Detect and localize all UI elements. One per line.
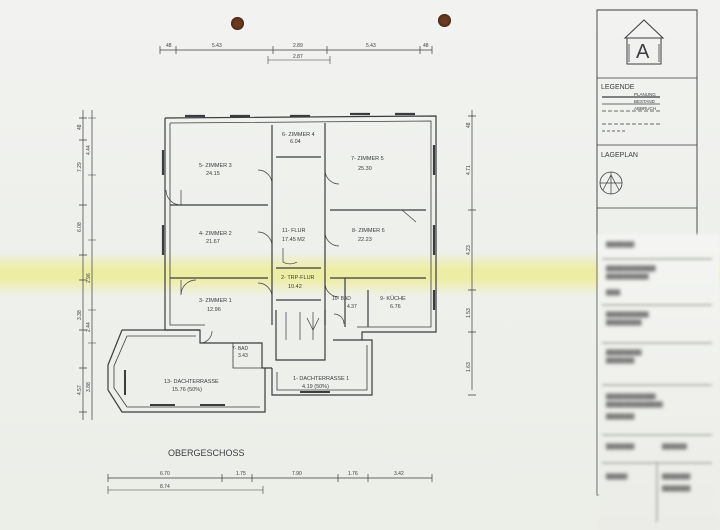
- dim-left-d6: 3.38: [77, 310, 83, 320]
- punch-hole-right: [438, 14, 451, 27]
- dim-left-d1: 48: [77, 124, 83, 130]
- room-terrasse1-area: 4.19 (50%): [302, 384, 329, 390]
- room-zimmer5-name: 7- ZIMMER 5: [351, 156, 384, 162]
- room-zimmer4-area: 6.04: [290, 139, 301, 145]
- dim-top-left-small: 48: [166, 43, 172, 49]
- room-trpflur-area: 10.42: [288, 284, 302, 290]
- dim-left-d5: 2.96: [86, 273, 92, 283]
- room-zimmer2-area: 21.67: [206, 239, 220, 245]
- floor-title: OBERGESCHOSS: [168, 448, 245, 458]
- room-flur-name: 11- FLUR: [282, 228, 305, 234]
- room-terrasse13-name: 13- DACHTERRASSE: [164, 379, 219, 385]
- room-trpflur-name: 2- TRP-FLUR: [281, 275, 315, 281]
- dim-bottom-b: 1.75: [236, 471, 246, 477]
- dim-right-r3: 4.23: [466, 245, 472, 255]
- legende-title: LEGENDE: [601, 84, 635, 91]
- room-flur-area: 17.45 M2: [282, 237, 305, 243]
- dim-top-a: 5.43: [212, 43, 222, 49]
- room-zimmer4-name: 6- ZIMMER 4: [282, 132, 315, 138]
- room-bad10-area: 4.37: [347, 304, 357, 310]
- room-zimmer5-area: 25.30: [358, 166, 372, 172]
- dim-left-d8: 4.57: [77, 385, 83, 395]
- room-zimmer1-area: 12.96: [207, 307, 221, 313]
- room-zimmer3-area: 24.15: [206, 171, 220, 177]
- lageplan-title: LAGEPLAN: [601, 152, 638, 159]
- room-zimmer3-name: 5- ZIMMER 3: [199, 163, 232, 169]
- punch-hole-left: [231, 17, 244, 30]
- room-zimmer1-name: 3- ZIMMER 1: [199, 298, 232, 304]
- dim-bottom-c: 7.90: [292, 471, 302, 477]
- dim-right-r1: 48: [466, 122, 472, 128]
- dim-left-d9: 3.88: [86, 382, 92, 392]
- dim-bottom-e: 3.42: [394, 471, 404, 477]
- dim-left-d4: 6.08: [77, 222, 83, 232]
- room-zimmer6-name: 8- ZIMMER 6: [352, 228, 385, 234]
- dim-left-d7: 2.44: [86, 322, 92, 332]
- room-kueche-name: 9- KÜCHE: [380, 295, 406, 302]
- terrace-outline-west: [107, 329, 266, 413]
- dim-right-r4: 1.53: [466, 308, 472, 318]
- dim-top-c: 5.43: [366, 43, 376, 49]
- room-terrasse1-name: 1- DACHTERRASSE 1: [293, 376, 349, 382]
- dim-bottom-a: 6.70: [160, 471, 170, 477]
- room-zimmer2-name: 4- ZIMMER 2: [199, 231, 232, 237]
- room-kueche-area: 6.76: [390, 304, 401, 310]
- room-zimmer6-area: 22.23: [358, 237, 372, 243]
- dim-top-right-small: 48: [423, 43, 429, 49]
- legend-label-0: PLANUNG: [634, 92, 656, 97]
- logo-letter: A: [636, 41, 650, 63]
- dim-bottom-d: 1.76: [348, 471, 358, 477]
- terrace-outline-east: [271, 339, 373, 396]
- outer-wall-east: [164, 115, 437, 341]
- room-bad7-name: 7- BAD: [232, 346, 249, 352]
- legend-label-1: BESTAND: [634, 99, 656, 104]
- dim-bottom-f: 8.74: [160, 484, 170, 490]
- dim-left-d2: 7.29: [77, 162, 83, 172]
- dim-top-b2: 2.87: [293, 54, 303, 60]
- room-terrasse13-area: 15.76 (50%): [172, 387, 202, 393]
- dim-right-r5: 1.63: [466, 362, 472, 372]
- legend-label-2: ABBRUCH: [634, 106, 656, 111]
- dim-top-b: 2.89: [293, 43, 303, 49]
- dim-left-d3: 4.44: [86, 145, 92, 155]
- architect-logo: [623, 19, 665, 65]
- room-bad7-area: 3.43: [238, 353, 248, 359]
- room-bad10-name: 10- BAD: [332, 296, 351, 302]
- blurred-title-block: ████████ ██████████████ ████████████ ███…: [598, 234, 720, 530]
- dim-right-r2: 4.71: [466, 165, 472, 175]
